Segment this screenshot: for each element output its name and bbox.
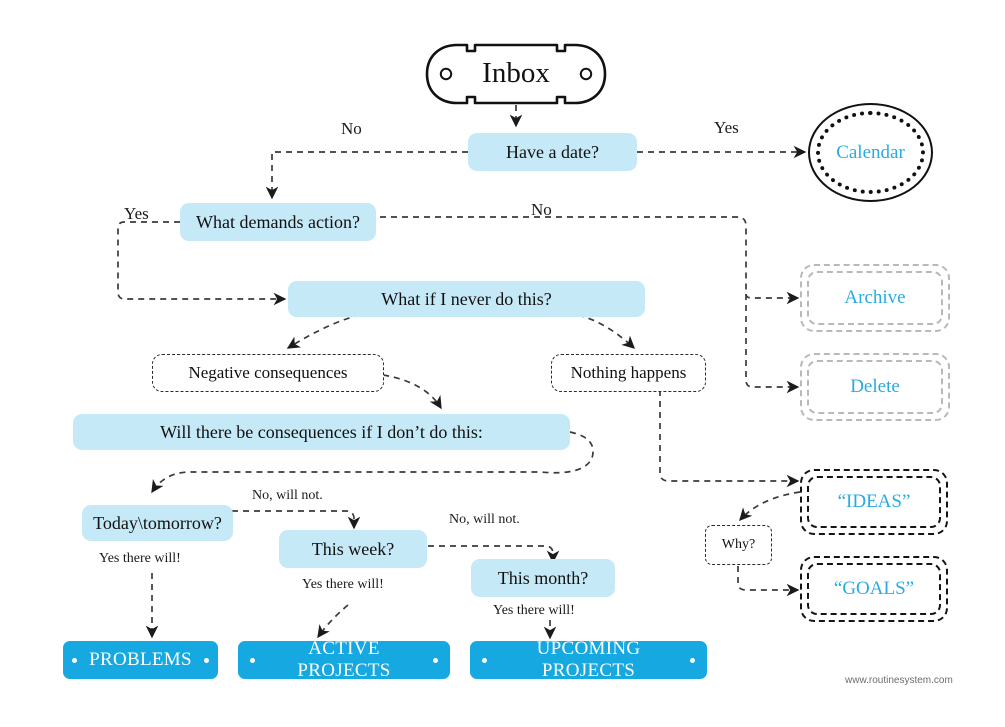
edge-label-date-yes: Yes — [714, 118, 739, 137]
bullet-dot-icon — [72, 657, 78, 663]
node-calendar-label: Calendar — [836, 141, 905, 163]
node-ideas-label: “IDEAS” — [837, 491, 911, 513]
node-upcoming-projects[interactable]: UPCOMING PROJECTS — [470, 638, 707, 681]
edge-label-date-no: No — [341, 119, 362, 138]
node-this-month[interactable]: This month? — [471, 559, 615, 597]
bullet-dot-icon — [482, 657, 487, 663]
bullet-dot-icon — [203, 657, 209, 663]
node-today-tomorrow[interactable]: Today\tomorrow? — [82, 505, 233, 541]
node-goals[interactable]: “GOALS” — [800, 556, 948, 622]
edge-label-week-yes: Yes there will! — [302, 577, 384, 592]
node-problems-label: PROBLEMS — [89, 649, 192, 671]
edge-label-today-no: No, will not. — [252, 488, 323, 503]
edge-label-week-no: No, will not. — [449, 512, 520, 527]
node-have-a-date[interactable]: Have a date? — [468, 133, 637, 171]
node-active-projects[interactable]: ACTIVE PROJECTS — [238, 638, 450, 681]
node-archive-label: Archive — [844, 287, 906, 309]
edge-label-month-yes: Yes there will! — [493, 603, 575, 618]
edge-label-today-yes: Yes there will! — [99, 551, 181, 566]
node-this-month-label: This month? — [497, 567, 589, 588]
node-will-there-be-consequences[interactable]: Will there be consequences if I don’t do… — [73, 414, 570, 450]
node-what-if-i-never-do-this-label: What if I never do this? — [381, 288, 552, 309]
node-inbox-label: Inbox — [482, 57, 550, 90]
node-why-label: Why? — [721, 536, 756, 552]
node-will-there-be-consequences-label: Will there be consequences if I don’t do… — [160, 421, 483, 442]
node-delete-label: Delete — [850, 376, 900, 398]
node-calendar[interactable]: Calendar — [808, 103, 933, 202]
edge-label-demands-yes: Yes — [124, 204, 149, 223]
plaque-frame-icon — [425, 43, 607, 105]
edge-label-demands-no: No — [531, 200, 552, 219]
footer-url: www.routinesystem.com — [845, 675, 953, 686]
node-negative-consequences[interactable]: Negative consequences — [152, 354, 384, 392]
node-what-demands-action[interactable]: What demands action? — [180, 203, 376, 241]
node-delete[interactable]: Delete — [800, 353, 950, 421]
node-what-demands-action-label: What demands action? — [196, 211, 360, 232]
node-this-week[interactable]: This week? — [279, 530, 427, 568]
node-nothing-happens-label: Nothing happens — [570, 363, 687, 383]
node-have-a-date-label: Have a date? — [506, 141, 599, 162]
node-today-tomorrow-label: Today\tomorrow? — [93, 512, 222, 533]
bullet-dot-icon — [250, 657, 255, 663]
node-ideas[interactable]: “IDEAS” — [800, 469, 948, 535]
node-negative-consequences-label: Negative consequences — [188, 363, 348, 383]
node-goals-label: “GOALS” — [833, 578, 915, 600]
node-nothing-happens[interactable]: Nothing happens — [551, 354, 706, 392]
bullet-dot-icon — [690, 657, 695, 663]
node-this-week-label: This week? — [311, 538, 395, 559]
node-active-projects-label: ACTIVE PROJECTS — [297, 638, 391, 681]
node-problems[interactable]: PROBLEMS — [63, 641, 218, 679]
node-archive[interactable]: Archive — [800, 264, 950, 332]
node-upcoming-projects-label: UPCOMING PROJECTS — [536, 638, 641, 681]
node-what-if-i-never-do-this[interactable]: What if I never do this? — [288, 281, 645, 317]
node-why[interactable]: Why? — [705, 525, 772, 565]
node-inbox[interactable]: Inbox — [423, 42, 609, 106]
bullet-dot-icon — [433, 657, 438, 663]
